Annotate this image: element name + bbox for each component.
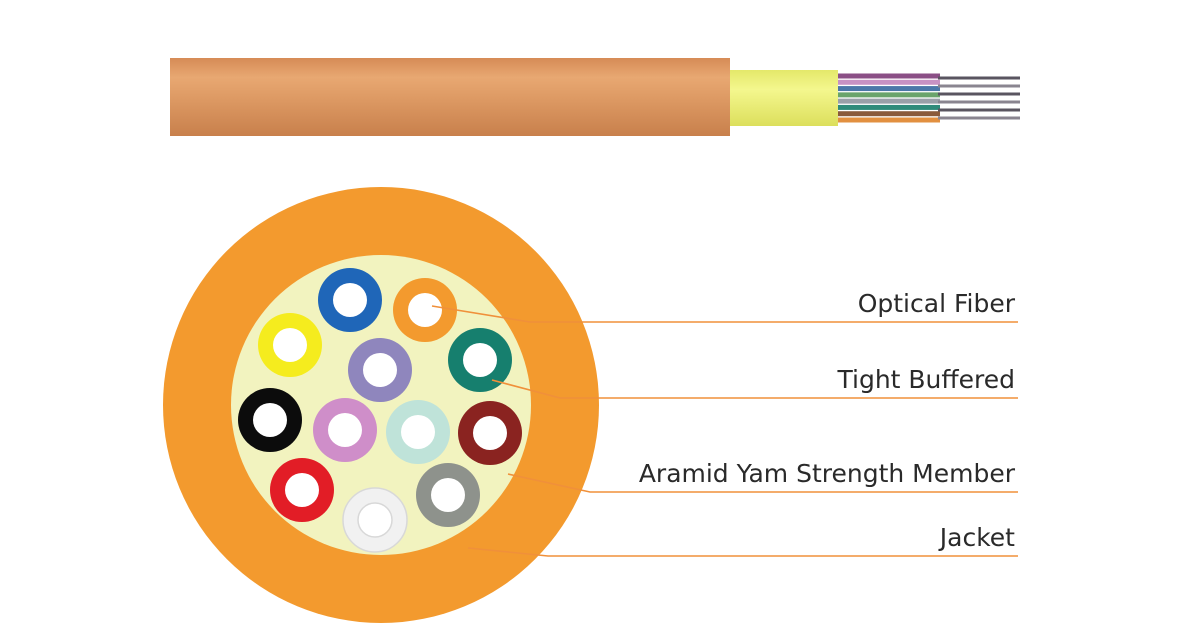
buffer-tube-slate (348, 338, 412, 402)
fiber-strand-orange (830, 117, 940, 123)
tight-buffered-fibers (238, 268, 522, 553)
optical-fiber-core (363, 353, 397, 387)
label-strength-member: Aramid Yam Strength Member (639, 459, 1016, 488)
leader-lines (431, 305, 1018, 557)
aramid-yarn-side (728, 70, 838, 126)
label-optical-fiber: Optical Fiber (858, 289, 1016, 318)
buffer-tube-gray (416, 463, 480, 527)
bare-fiber-line (938, 116, 1020, 120)
leader-line-strength-member (507, 473, 1018, 493)
buffer-tube-white (342, 487, 408, 553)
optical-fiber-core (431, 478, 465, 512)
leader-line-tight-buffered (491, 379, 1018, 399)
optical-fiber-core (285, 473, 319, 507)
label-tight-buffered: Tight Buffered (837, 365, 1016, 394)
fiber-strand-rose (830, 79, 940, 85)
buffer-tube-brown (458, 401, 522, 465)
fiber-strand-violet (830, 73, 940, 79)
cable-jacket-side (170, 58, 730, 136)
cable-side-view (170, 58, 1020, 136)
leader-line-jacket (467, 547, 1018, 557)
optical-fiber-core (463, 343, 497, 377)
fiber-strand-brown (830, 111, 940, 117)
optical-fiber-core (473, 416, 507, 450)
buffer-tube-aqua (386, 400, 450, 464)
buffer-tube-yellow (258, 313, 322, 377)
cable-cross-section (163, 187, 599, 623)
fiber-strand-green (830, 92, 940, 98)
bare-fiber-line (938, 108, 1020, 112)
buffer-tube-blue (318, 268, 382, 332)
bare-fiber-line (938, 100, 1020, 104)
fiber-strands-side (830, 73, 1020, 123)
buffer-tube-aqua-green (448, 328, 512, 392)
optical-fiber-core (357, 502, 393, 538)
fiber-strand-blue (830, 86, 940, 92)
leader-line-optical-fiber (431, 305, 1018, 323)
bare-fiber-line (938, 92, 1020, 96)
bare-fiber-line (938, 76, 1020, 80)
buffer-tube-red (270, 458, 334, 522)
bare-fiber-line (938, 84, 1020, 88)
optical-fiber-core (273, 328, 307, 362)
optical-fiber-core (253, 403, 287, 437)
optical-fiber-core (328, 413, 362, 447)
buffer-tube-orange (393, 278, 457, 342)
fiber-strand-slate (830, 98, 940, 104)
buffer-tube-black (238, 388, 302, 452)
buffer-tube-rose (313, 398, 377, 462)
label-jacket: Jacket (938, 523, 1015, 552)
fiber-strand-aqua-green (830, 104, 940, 110)
optical-fiber-core (333, 283, 367, 317)
optical-fiber-core (408, 293, 442, 327)
optical-fiber-core (401, 415, 435, 449)
